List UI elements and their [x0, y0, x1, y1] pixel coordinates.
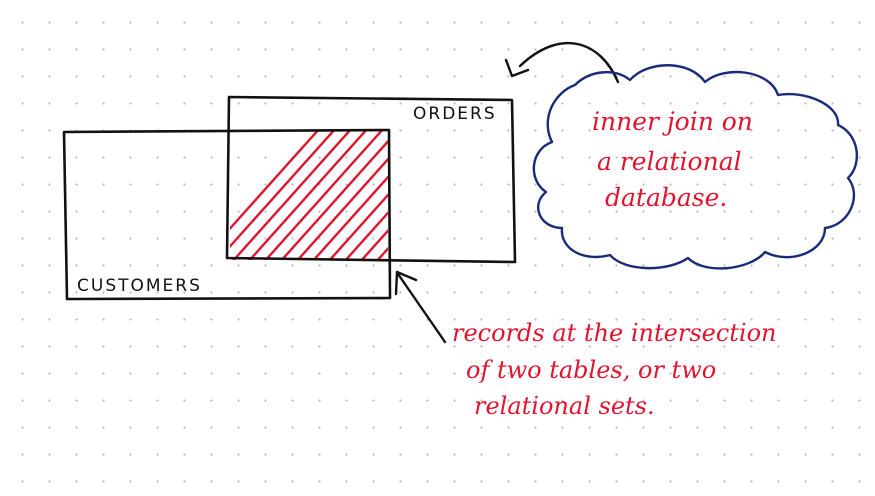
hatch-line — [408, 128, 528, 262]
hatch-line — [280, 139, 388, 260]
orders-table-box — [225, 95, 517, 264]
customers-label: CUSTOMERS — [77, 276, 202, 296]
hatch-line — [344, 211, 388, 260]
hatch-line — [296, 157, 388, 260]
intersection-note-line-2: of two tables, or two — [466, 356, 716, 384]
cloud-note-line-2: a relational — [597, 147, 742, 176]
hatch-line — [424, 128, 544, 262]
hatch-line — [230, 131, 319, 231]
hatch-line — [248, 131, 367, 260]
intersection-hatch — [230, 128, 544, 262]
customers-table-box — [62, 128, 392, 301]
orders-label: ORDERS — [413, 104, 497, 124]
cloud-note-line-1: inner join on — [592, 107, 753, 136]
hatch-line — [232, 131, 351, 260]
hatch-line — [376, 246, 388, 260]
hatch-line — [360, 228, 388, 260]
pointer-arrow-head — [394, 270, 418, 296]
curved-arrow-icon — [518, 41, 620, 84]
hatch-line — [230, 131, 335, 249]
cloud-shape — [532, 64, 859, 270]
hatch-line — [312, 175, 388, 260]
curved-arrow-head — [504, 58, 530, 78]
intersection-note-line-1: records at the intersection — [452, 319, 777, 347]
cloud-note-line-3: database. — [605, 183, 727, 212]
intersection-note-line-3: relational sets. — [474, 392, 655, 420]
hatch-line — [392, 128, 512, 262]
hatch-line — [328, 193, 388, 260]
hatch-line — [264, 131, 383, 260]
pointer-arrow-icon — [396, 272, 447, 344]
